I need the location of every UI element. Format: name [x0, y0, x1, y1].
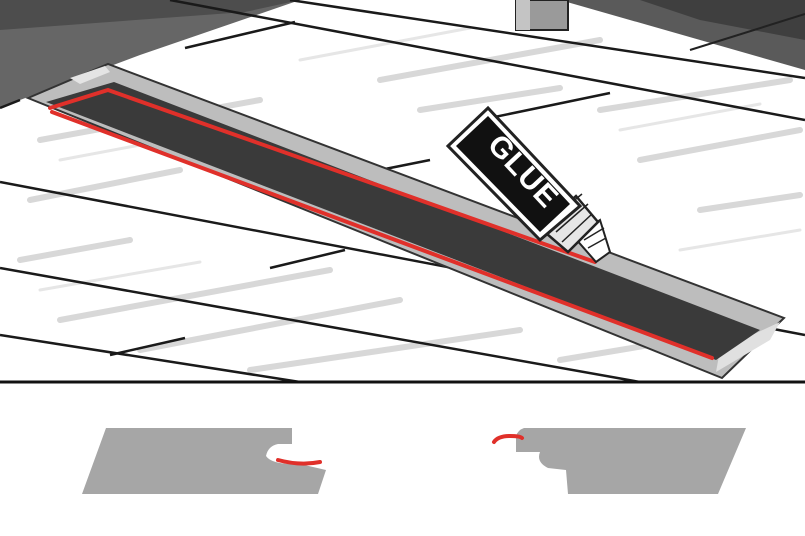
floor-scene: GLUE [0, 0, 805, 382]
right-plank-profile [516, 428, 746, 494]
plank-profiles [82, 428, 746, 494]
left-plank-glue [278, 460, 320, 464]
